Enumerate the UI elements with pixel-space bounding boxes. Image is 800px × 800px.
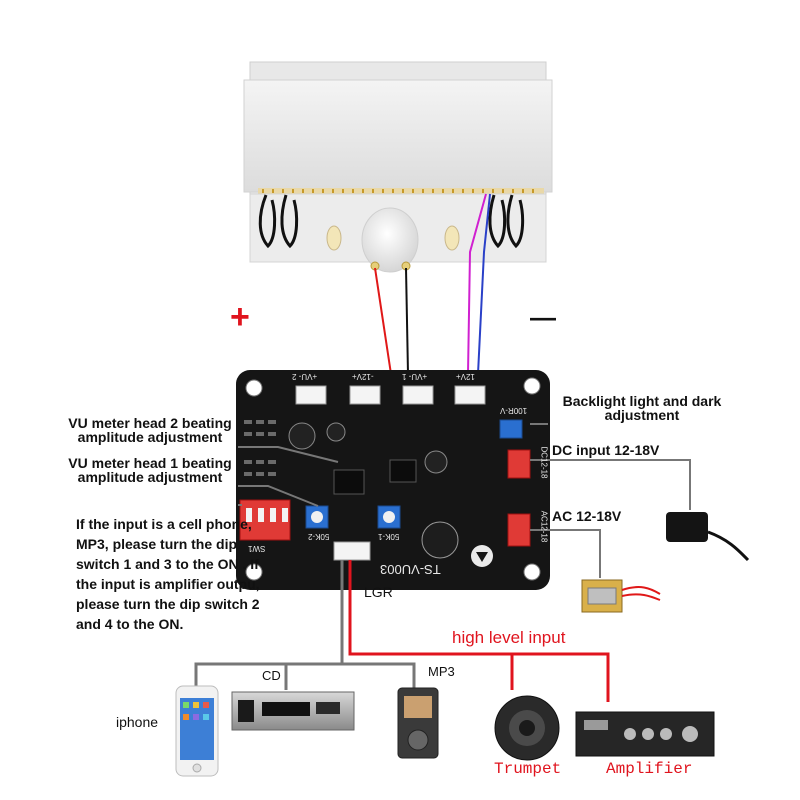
dc-power-adapter xyxy=(666,512,750,562)
silk-ac-port: AC12-18 xyxy=(539,510,549,543)
high-level-bus xyxy=(348,560,610,702)
ac-transformer xyxy=(581,579,661,613)
cd-label: CD xyxy=(262,668,281,683)
connector-jp1 xyxy=(295,385,327,405)
leader-vu1 xyxy=(238,485,319,507)
amplifier-device xyxy=(575,711,715,757)
ac-input-terminal xyxy=(507,513,531,547)
meter-lamp-right xyxy=(444,225,460,251)
meter-movement xyxy=(361,207,419,273)
vu1-label-line1: VU meter head 1 beating xyxy=(68,455,232,471)
dip-switch-toggle-3 xyxy=(270,508,276,522)
silk-jp2: -12V+ xyxy=(352,372,374,381)
meter-right-coils xyxy=(488,194,525,249)
trumpet-speaker xyxy=(494,695,560,761)
board-model: TS-VU003 xyxy=(380,562,441,577)
connector-jp4 xyxy=(454,385,486,405)
vu1-label: VU meter head 1 beating amplitude adjust… xyxy=(58,456,242,484)
mount-hole-tr xyxy=(523,377,541,395)
silk-sw: SW1 xyxy=(248,544,266,553)
signal-input-connector xyxy=(333,541,371,561)
high-level-input-label: high level input xyxy=(452,628,566,647)
meter-lamp-left xyxy=(326,225,342,251)
ic-1 xyxy=(333,469,365,495)
vu-meter-head xyxy=(243,61,553,273)
mp3-label: MP3 xyxy=(428,664,455,679)
meter-left-coils xyxy=(258,194,299,249)
signal-mp3 xyxy=(342,662,416,688)
backlight-label: Backlight light and dark adjustment xyxy=(552,394,732,422)
capacitor-2 xyxy=(326,422,346,442)
high-level-wiring xyxy=(348,560,610,702)
dc-input-terminal xyxy=(507,449,531,479)
backlight-label-line1: Backlight light and dark xyxy=(562,393,722,409)
leader-ac xyxy=(530,529,601,578)
iphone-device xyxy=(175,685,219,777)
dip-switch-toggle-2 xyxy=(258,508,264,522)
capacitor-1 xyxy=(288,422,316,450)
meter-led-strip xyxy=(258,188,544,194)
mount-hole-bl xyxy=(245,563,263,581)
vu2-label-line2: amplitude adjustment xyxy=(77,429,223,445)
mount-hole-tl xyxy=(245,379,263,397)
lgr-label: LGR xyxy=(364,584,393,600)
dip-switch-instruction: If the input is a cell phone, MP3, pleas… xyxy=(76,516,260,632)
polarity-minus: — xyxy=(530,302,556,332)
leader-vu2 xyxy=(238,446,339,463)
dip-switch-toggle-4 xyxy=(282,508,288,522)
iphone-label: iphone xyxy=(116,714,159,730)
signal-wiring xyxy=(194,560,416,690)
silk-pot2: 50K-2 xyxy=(308,532,330,541)
meter-wires xyxy=(374,193,491,375)
leader-lines xyxy=(238,423,691,578)
wire-magenta xyxy=(467,193,487,375)
backlight-label-line2: adjustment xyxy=(604,407,680,423)
ic-2 xyxy=(389,459,417,483)
silk-jp1: +VU- 2 xyxy=(292,372,318,381)
vu-driver-board xyxy=(236,370,550,590)
polarity-plus: + xyxy=(230,298,250,336)
amplifier-label: Amplifier xyxy=(606,760,693,778)
signal-bus xyxy=(194,560,344,690)
silk-jp3: +VU- 1 xyxy=(402,372,428,381)
wire-red xyxy=(374,267,392,375)
dip-switch-toggle-1 xyxy=(246,508,252,522)
vu2-label: VU meter head 2 beating amplitude adjust… xyxy=(58,416,242,444)
wire-black xyxy=(405,267,409,375)
backlight-trim-pot xyxy=(499,419,523,439)
leader-dc xyxy=(530,459,691,510)
mount-hole-br xyxy=(523,563,541,581)
led-dots xyxy=(262,189,534,193)
capacitor-big xyxy=(421,521,459,559)
silk-jp4: 12V+ xyxy=(456,372,475,381)
capacitor-3 xyxy=(424,450,448,474)
vu1-label-line2: amplitude adjustment xyxy=(77,469,223,485)
cd-player-device xyxy=(231,691,355,731)
board-logo-mark xyxy=(476,552,488,562)
silk-dc-port: DC12-18 xyxy=(539,446,549,479)
connector-jp3 xyxy=(402,385,434,405)
dc-input-label: DC input 12-18V xyxy=(552,442,660,458)
meter-face xyxy=(243,79,553,193)
connector-jp2 xyxy=(349,385,381,405)
ac-input-label: AC 12-18V xyxy=(552,508,622,524)
trim-pot-vu1-knob xyxy=(383,511,395,523)
silk-backlight: 100R-V xyxy=(500,406,528,415)
trim-pot-vu2-knob xyxy=(311,511,323,523)
vu2-label-line1: VU meter head 2 beating xyxy=(68,415,232,431)
silk-pot1: 50K-1 xyxy=(378,532,400,541)
smd-resistors xyxy=(244,420,276,476)
mp3-player-device xyxy=(397,687,439,759)
wire-blue xyxy=(477,193,491,375)
trumpet-label: Trumpet xyxy=(494,760,562,778)
